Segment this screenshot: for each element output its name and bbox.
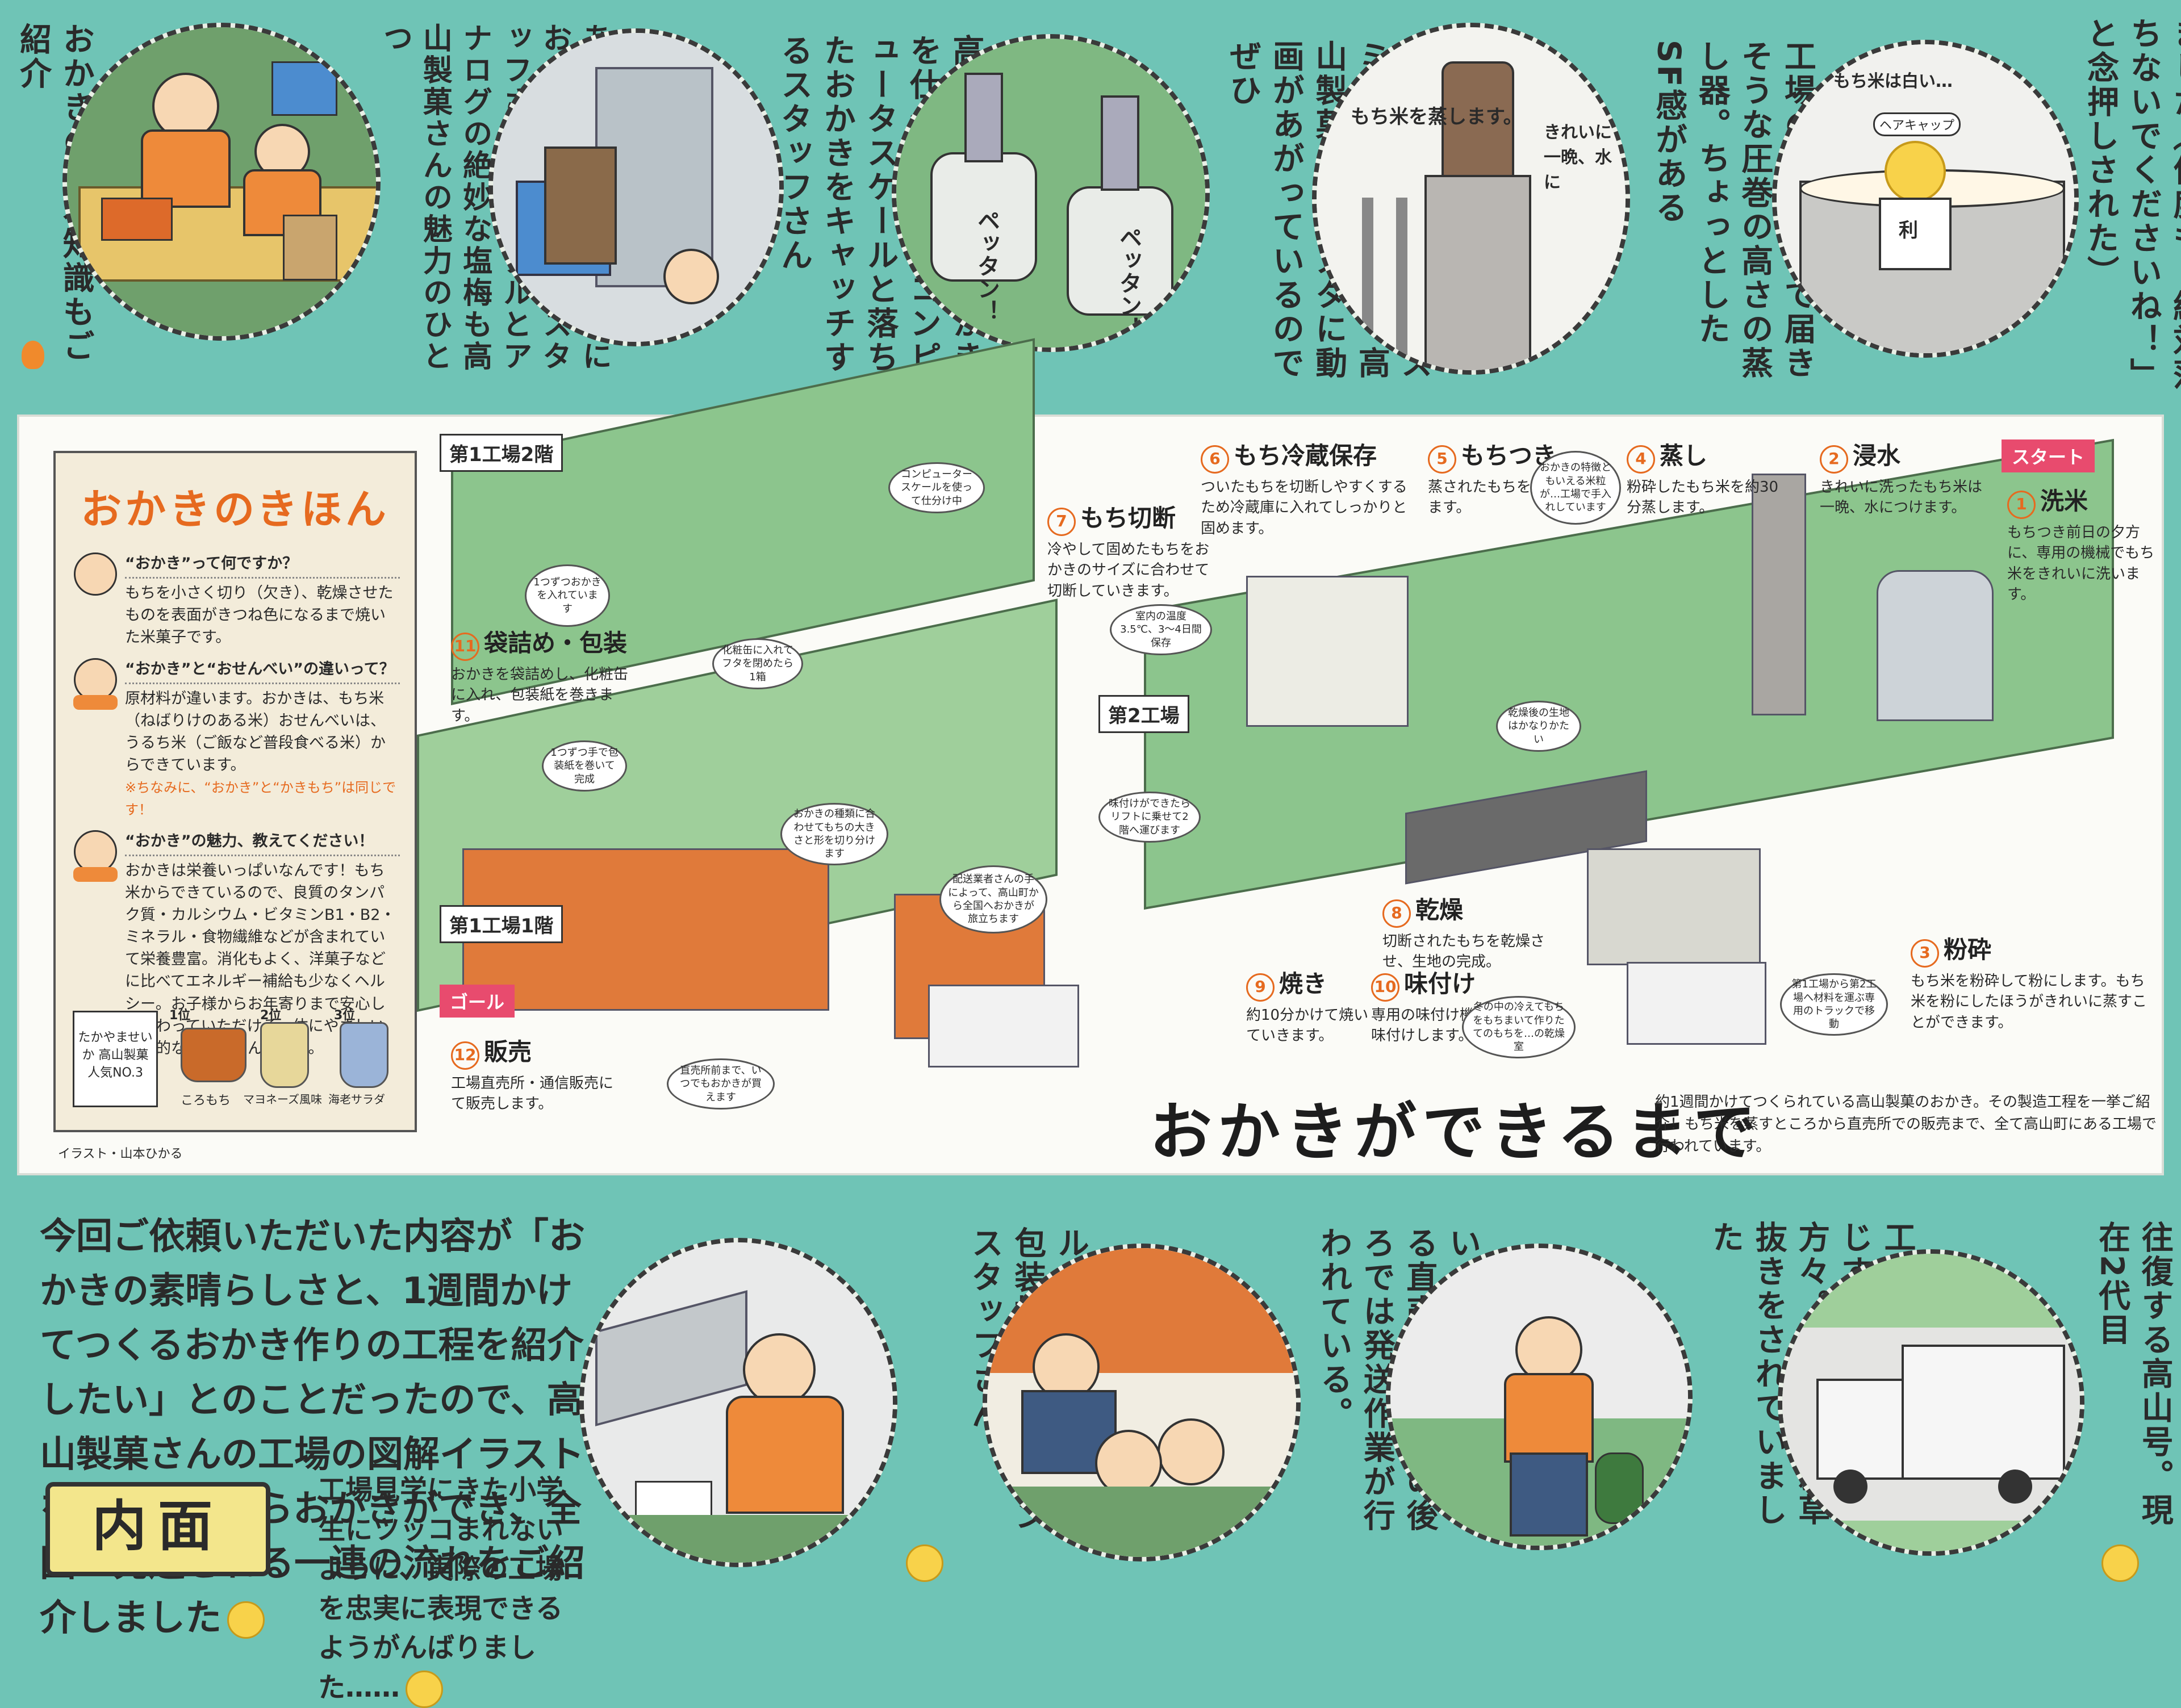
question-3: “おかき”の魅力、教えてください！	[125, 830, 400, 856]
koromochi-box-icon	[181, 1028, 246, 1082]
smile-emoji-icon	[227, 1601, 265, 1639]
steamer-caption: もち米を蒸します。	[1351, 106, 1523, 128]
rank-3: 3位	[334, 1008, 356, 1023]
product-1: ころもち	[181, 1094, 231, 1108]
bubble-cold-room: 室内の温度3.5℃、3〜4日間保存	[1110, 604, 1212, 655]
product-3: 海老サラダ	[328, 1092, 385, 1106]
circle-packing-staff	[579, 1238, 897, 1567]
bubble-truck: 第1工場から第2工場へ材料を運ぶ専用のトラックで移動	[1780, 973, 1888, 1036]
qa-what: “おかき”って何ですか？ もちを小さく切り（欠き）、乾燥させたものを表面がきつね…	[70, 552, 400, 649]
main-title: おかきができるまで	[1150, 1096, 1762, 1169]
bubble-tin: 化粧缶に入れてフタを閉めたら1箱	[712, 638, 803, 689]
sidebar-title: おかきのきほん	[81, 485, 390, 533]
soak-caption: きれいに一晩、水に	[1544, 123, 1612, 192]
rank-1: 1位	[169, 1008, 191, 1023]
tearful-emoji-icon	[406, 1670, 444, 1708]
rank-2: 2位	[260, 1008, 282, 1023]
ranking-title: たかやませいか 高山製菓 人気NO.3	[73, 1011, 158, 1107]
circle-mochi: ペッタン！ ペッタン！	[892, 34, 1210, 352]
bubble-wrap: 1つずつ手で包装紙を巻いて完成	[542, 740, 627, 792]
peace-sign-icon	[2101, 1544, 2139, 1582]
circle-steamer: もち米を蒸します。 きれいに一晩、水に	[1312, 23, 1630, 375]
school-note: 工場見学にきた小学生にツッコまれないように、実際の工場を忠実に表現できるようがん…	[318, 1471, 585, 1708]
circle-packing	[62, 23, 381, 341]
delivery-truck-2	[1627, 962, 1766, 1045]
question-2: “おかき”と“おせんべい”の違いって？	[125, 658, 400, 684]
soak-tanks	[1877, 570, 1994, 721]
circle-weeding	[1386, 1244, 1693, 1550]
bubble-dry-room: 冬の中の冷えてもちをもちまいて作りたてのもちを…の乾燥室	[1462, 996, 1576, 1058]
fire-icon	[22, 341, 44, 369]
tank-caption: もち米は白い…	[1833, 72, 1953, 91]
question-1: “おかき”って何ですか？	[125, 552, 400, 579]
bubble-hard: 乾燥後の生地はかなりかたい	[1496, 701, 1581, 752]
floor-label-f2: 第1工場2階	[440, 434, 563, 472]
bubble-delivery: 配送業者さんの手によって、高山町から全国へおかきが旅立ちます	[939, 865, 1047, 933]
staff-face-icon	[73, 658, 118, 710]
answer-2: 原材料が違います。おかきは、もち米（ねばりけのある米）おせんべいは、うるち米（ご…	[125, 689, 386, 775]
circle-shop	[983, 1244, 1301, 1562]
goal-flag: ゴール	[440, 985, 515, 1018]
product-2: マヨネーズ風味	[243, 1092, 322, 1106]
pettan-label-2: ペッタン！	[1115, 226, 1142, 340]
delivery-truck-1	[928, 985, 1079, 1068]
mayo-bag-icon	[260, 1022, 309, 1088]
note-truck: わずか100mにみたない工場間を日々往復する高山号。現在2代目	[2093, 1221, 2181, 1527]
circle-tank: 利 ヘアキャップ もち米は白い…	[1772, 40, 2079, 358]
inside-badge: 内面	[45, 1482, 270, 1576]
popular-ranking: たかやませいか 高山製菓 人気NO.3 1位 ころもち 2位 マヨネーズ風味 3…	[73, 1005, 402, 1113]
answer-2-note: ※ちなみに、“おかき”と“かきもち”は同じです！	[125, 780, 396, 818]
start-flag: スタート	[2002, 439, 2095, 472]
qa-difference: “おかき”と“おせんべい”の違いって？ 原材料が違います。おかきは、もち米（ねば…	[70, 658, 400, 821]
answer-1: もちを小さく切り（欠き）、乾燥させたものを表面がきつね色になるまで焼いた米菓子で…	[125, 584, 394, 647]
ebi-salad-bag-icon	[340, 1022, 388, 1088]
bubble-shop: 直売所前まで、いつでもおかきが買えます	[667, 1058, 775, 1110]
cold-storage	[1246, 576, 1409, 727]
dry-room	[1587, 848, 1761, 965]
bubble-packing: 1つずつおかきを入れています	[525, 564, 610, 627]
bubble-rice: おかきの特徴ともいえる米粒が…工場で手入れしています	[1530, 451, 1621, 525]
circle-highspeed	[488, 28, 784, 346]
main-subtitle: 約1週間かけてつくられている高山製菓のおかき。その製造工程を一挙ご紹介！もち米を…	[1655, 1094, 2157, 1155]
bubble-cut: おかきの種類に合わせてもちの大きさと形を切り分けます	[780, 803, 888, 865]
floor-label-second: 第2工場	[1098, 695, 1189, 733]
bubble-scale: コンピュータースケールを使って仕分け中	[888, 462, 985, 513]
bubble-lift: 味付けができたらリフトに乗せて2階へ運びます	[1098, 792, 1201, 843]
main-diagram-panel: おかきのきほん “おかき”って何ですか？ もちを小さく切り（欠き）、乾燥させたも…	[17, 338, 2164, 1175]
hair-cap-label: ヘアキャップ	[1873, 112, 1961, 136]
smile-emoji-icon-2	[906, 1544, 943, 1582]
circle-truck	[1778, 1249, 2084, 1556]
illustration-credit: イラスト・山本ひかる	[58, 1147, 183, 1161]
note-tank: 大きな浸水槽の中もハシゴ登って見せていただきました（何度も「絶対落ちないでくださ…	[2082, 17, 2181, 392]
staff-face-icon-2	[73, 830, 118, 882]
customer-face-icon	[74, 552, 117, 596]
basics-sidebar: おかきのきほん “おかき”って何ですか？ もちを小さく切り（欠き）、乾燥させたも…	[53, 451, 417, 1132]
tank-name: 利	[1899, 219, 1918, 242]
steamer-tower	[1752, 474, 1806, 715]
pettan-label-1: ペッタン！	[973, 209, 1000, 323]
floor-label-f1: 第1工場1階	[440, 905, 563, 943]
